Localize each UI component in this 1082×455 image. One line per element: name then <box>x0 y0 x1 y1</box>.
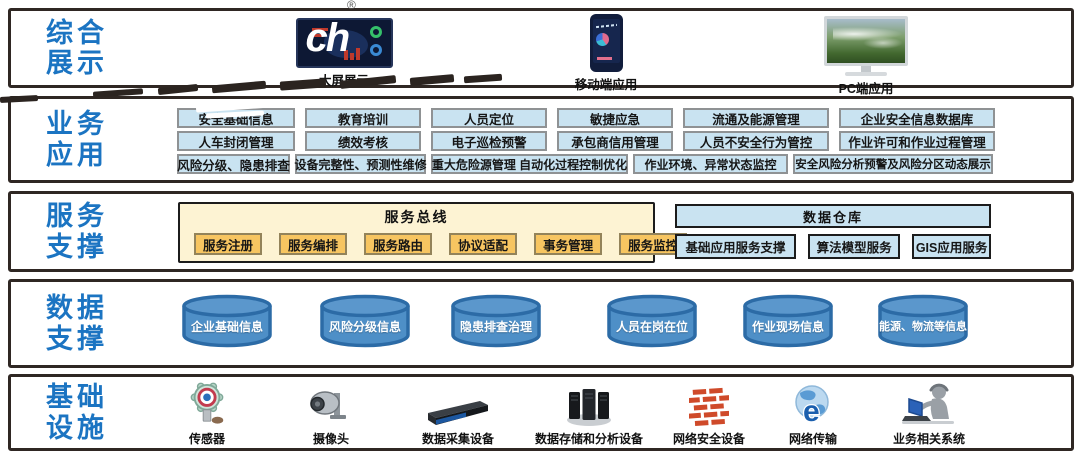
workstation-person-icon <box>902 383 954 424</box>
infra-item-sensor: 传感器 <box>137 381 277 447</box>
database-cylinder: 隐患排查治理 <box>449 292 543 350</box>
business-app-box: 绩效考核 <box>305 131 421 151</box>
data-warehouse-item: 算法模型服务 <box>807 234 901 259</box>
database-cylinder: 作业现场信息 <box>741 292 835 350</box>
business-app-box: 设备完整性、预测性维修 <box>295 154 427 174</box>
cylinder-icon <box>451 294 541 348</box>
business-app-box: 敏捷应急 <box>557 108 673 128</box>
dashboard-screen-icon: ch <box>295 18 393 68</box>
business-app-box: 人员不安全行为管控 <box>683 131 829 151</box>
cylinder-icon <box>607 294 697 348</box>
business-app-box: 教育培训 <box>305 108 421 128</box>
storage-towers-icon <box>567 389 611 426</box>
smartphone-icon <box>589 14 623 72</box>
database-cylinder: 能源、物流等信息 <box>876 292 970 350</box>
layer-infrastructure-label: 基础 设施 <box>46 382 108 443</box>
layer-data-label: 数据 支撑 <box>46 293 108 354</box>
business-app-box: 重大危险源管理 自动化过程控制优化 <box>431 154 628 174</box>
rack-server-icon <box>428 401 488 425</box>
layer-service-label: 服务 支撑 <box>46 201 108 262</box>
layer-infrastructure: 基础 设施 传感器 <box>8 374 1074 451</box>
layer-business-label: 业务 应用 <box>46 109 108 170</box>
data-warehouse-title: 数据仓库 <box>675 204 991 228</box>
layer-service: 服务 支撑 服务总线 服务注册 服务编排 服务路由 协议适配 事务管理 服务监控… <box>8 191 1074 272</box>
business-app-box: 作业环境、异常状态监控 <box>633 154 788 174</box>
business-app-box: 安全风险分析预警及风险分区动态展示 <box>793 154 993 174</box>
display-item-pc: PC端应用 <box>811 16 921 97</box>
service-bus-item: 事务管理 <box>534 233 603 255</box>
watermark-overlay: ch <box>305 18 351 60</box>
display-item-mobile: 移动端应用 <box>551 14 661 93</box>
business-app-box: 承包商信用管理 <box>557 131 673 151</box>
layer-business: 业务 应用 安全基础信息 教育培训 人员定位 敏捷应急 流通及能源管理 企业安全… <box>8 96 1074 183</box>
cylinder-icon <box>743 294 833 348</box>
business-app-box: 电子巡检预警 <box>431 131 547 151</box>
business-app-box: 作业许可和作业过程管理 <box>839 131 995 151</box>
service-bus: 服务总线 服务注册 服务编排 服务路由 协议适配 事务管理 服务监控 <box>178 202 688 263</box>
svg-text:e: e <box>803 395 820 427</box>
monitor-icon <box>811 16 921 76</box>
firewall-icon <box>689 386 729 427</box>
layer-data: 数据 支撑 企业基础信息 风险分级信息 隐患排查治理 <box>8 279 1074 368</box>
infra-item-storage: 数据存储和分析设备 <box>519 381 659 447</box>
infra-item-network: e 网络传输 <box>743 381 883 447</box>
database-cylinder: 企业基础信息 <box>180 292 274 350</box>
data-warehouse: 数据仓库 基础应用服务支撑 算法模型服务 GIS应用服务 <box>675 204 991 259</box>
infra-item-collector: 数据采集设备 <box>388 381 528 447</box>
database-cylinder: 风险分级信息 <box>318 292 412 350</box>
service-bus-title: 服务总线 <box>384 209 449 225</box>
database-cylinder: 人员在岗在位 <box>605 292 699 350</box>
business-app-box: 企业安全信息数据库 <box>839 108 995 128</box>
cylinder-icon <box>182 294 272 348</box>
data-warehouse-item: GIS应用服务 <box>912 234 991 259</box>
business-app-box: 人车封闭管理 <box>177 131 295 151</box>
layer-display-label: 综合 展示 <box>46 17 108 78</box>
data-warehouse-item: 基础应用服务支撑 <box>675 234 796 259</box>
display-item-label: PC端应用 <box>838 82 894 96</box>
service-bus-item: 服务路由 <box>364 233 433 255</box>
service-bus-item: 协议适配 <box>449 233 518 255</box>
display-item-label: 移动端应用 <box>574 78 638 92</box>
service-bus-item: 服务编排 <box>279 233 348 255</box>
cylinder-icon <box>320 294 410 348</box>
infra-item-business-system: 业务相关系统 <box>859 381 999 447</box>
service-bus-item: 服务注册 <box>194 233 263 255</box>
infra-item-camera: 摄像头 <box>261 381 401 447</box>
sensor-icon <box>190 382 224 424</box>
business-app-box: 人员定位 <box>431 108 547 128</box>
camera-icon <box>310 391 346 419</box>
cylinder-icon <box>878 294 968 348</box>
globe-icon: e <box>795 385 829 427</box>
infra-item-firewall: 网络安全设备 <box>639 381 779 447</box>
business-app-box: 流通及能源管理 <box>683 108 829 128</box>
layer-display: 综合 展示 ch 大屏展示 移动端应用 <box>8 8 1074 96</box>
business-app-box: 风险分级、隐患排查 <box>177 154 290 174</box>
registered-mark: ® <box>347 0 356 12</box>
display-item-bigscreen: ch 大屏展示 <box>289 18 399 89</box>
